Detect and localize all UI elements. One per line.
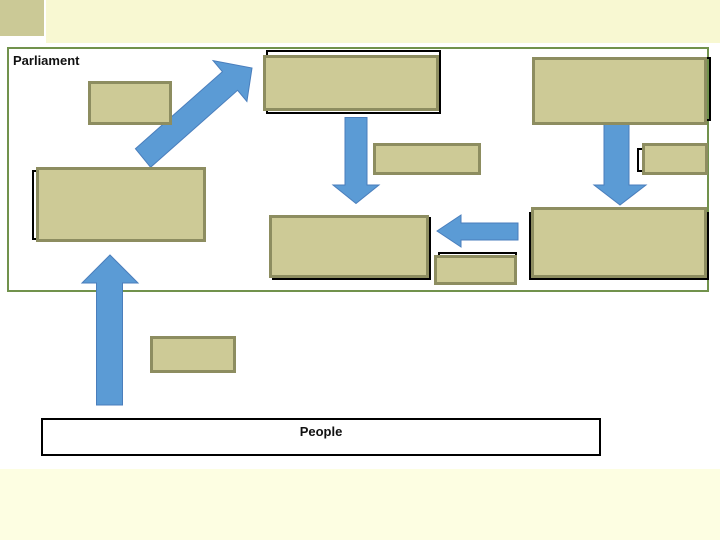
blank-box-left-large (36, 167, 206, 242)
up-right-arrow-icon (134, 59, 253, 169)
down-arrow-center-icon (331, 117, 381, 205)
parliament-label: Parliament (13, 53, 80, 68)
people-label: People (299, 424, 343, 439)
blank-box-top-left-small (88, 81, 172, 125)
blank-box-top-right (532, 57, 707, 125)
bottom-accent-band (0, 469, 720, 540)
blank-box-center-right-small (434, 255, 517, 285)
blank-box-middle-small (373, 143, 481, 175)
people-box: People (41, 418, 601, 456)
blank-box-bottom-small (150, 336, 236, 373)
blank-box-center (269, 215, 429, 278)
down-arrow-right-icon (592, 123, 648, 206)
corner-accent-square (0, 0, 44, 36)
top-accent-band (46, 0, 720, 43)
blank-box-right-small (642, 143, 708, 175)
blank-box-right-large (531, 207, 707, 278)
up-arrow-tall-icon (80, 254, 140, 406)
blank-box-top-middle (263, 55, 439, 111)
left-arrow-icon (436, 214, 519, 248)
